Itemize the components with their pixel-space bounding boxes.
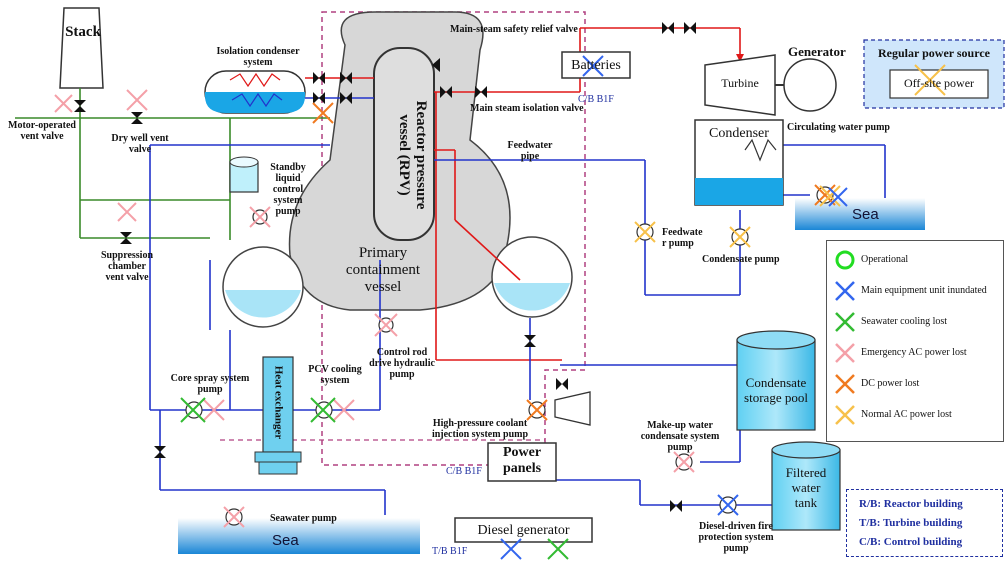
condensate-pump-label: Condensate pump — [702, 254, 780, 265]
batteries-box — [561, 51, 631, 79]
line-valve-left — [154, 446, 166, 458]
circ-pump-label: Circulating water pump — [787, 122, 890, 133]
hpci-label: High-pressure coolant injection system p… — [431, 418, 529, 440]
turbine-line-valve-2 — [684, 22, 696, 34]
rpv-label: Reactor pressure vessel (RPV) — [396, 100, 429, 210]
sea-bottom — [178, 518, 420, 554]
filtered-water-tank — [771, 449, 841, 531]
power-panels-label: Power panels — [502, 445, 542, 476]
ic-valve-2 — [313, 92, 325, 104]
msiv-valve-2 — [475, 86, 487, 98]
motor-operated-vent-valve — [74, 100, 86, 112]
fire-pump-label: Diesel-driven fire protection system pum… — [698, 521, 774, 554]
yellow-cross-icon — [835, 405, 855, 425]
generator-label: Generator — [788, 44, 846, 59]
legend-item: Emergency AC power lost — [827, 342, 1003, 364]
offsite-power-label: Off-site power — [903, 76, 975, 90]
green-cross-icon — [835, 312, 855, 332]
power-panels-box — [487, 442, 557, 482]
ic-valve-1 — [313, 72, 325, 84]
condenser-label: Condenser — [709, 126, 769, 141]
building-key-rb: R/B: Reactor building — [859, 498, 963, 510]
cb-b1f-bottom-label: C/B B1F — [446, 466, 482, 477]
legend-item: Main equipment unit inundated — [827, 280, 1003, 302]
generator — [783, 58, 837, 112]
legend-label: DC power lost — [861, 378, 920, 389]
operational-icon — [835, 250, 855, 270]
batteries-label: Batteries — [571, 58, 621, 73]
legend-item: Seawater cooling lost — [827, 311, 1003, 333]
condensate-storage-label: Condensate storage pool — [744, 375, 808, 405]
makeup-water-label: Make-up water condensate system pump — [640, 420, 720, 453]
msrv-label: Main-steam safety relief valve — [450, 24, 578, 35]
building-key-cb: C/B: Control building — [859, 536, 963, 548]
blue-cross-icon — [835, 281, 855, 301]
motor-vent-label: Motor-operated vent valve — [8, 120, 76, 142]
turbine-label: Turbine — [721, 76, 759, 90]
core-spray-label: Core spray system pump — [170, 373, 250, 395]
pcv-cooling-label: PCV cooling system — [308, 364, 362, 386]
msiv-valve — [440, 86, 452, 98]
feedwater-pipe-label: Feedwater pipe — [507, 140, 553, 162]
dry-well-vent-valve — [131, 112, 143, 124]
filtered-water-label: Filtered water tank — [785, 465, 827, 510]
msiv-label: Main steam isolation valve — [470, 103, 584, 114]
diesel-generator-box — [454, 517, 593, 543]
suppression-vent-valve — [120, 232, 132, 244]
heat-exchanger-label: Heat exchanger — [272, 365, 285, 440]
isolation-condenser-label: Isolation condenser system — [216, 46, 300, 68]
ic-valve-4 — [340, 92, 352, 104]
sea-right-label: Sea — [852, 206, 879, 223]
stack-label: Stack — [65, 24, 101, 40]
hpci-valve — [556, 378, 568, 390]
drywell-vent-label: Dry well vent valve — [111, 133, 169, 155]
legend-label: Seawater cooling lost — [861, 316, 948, 327]
turbine — [704, 54, 776, 116]
legend-label: Main equipment unit inundated — [861, 285, 987, 296]
legend-item: DC power lost — [827, 373, 1003, 395]
sea-bottom-label: Sea — [272, 532, 299, 549]
sblc-label: Standby liquid control system pump — [270, 162, 306, 217]
feedwater-pump-label: Feedwate r pump — [662, 227, 703, 249]
heat-exchanger — [262, 356, 294, 453]
reactor-building-boundary — [321, 11, 586, 466]
suppression-vent-label: Suppression chamber vent valve — [100, 250, 154, 283]
hpci-turbine — [554, 391, 591, 426]
diesel-generator-label: Diesel generator — [477, 523, 570, 538]
seawater-pump-label: Seawater pump — [270, 513, 337, 524]
legend-label: Normal AC power lost — [861, 409, 952, 420]
tb-b1f-label: T/B B1F — [432, 546, 468, 557]
reactor-pressure-vessel — [373, 47, 435, 241]
stack — [59, 7, 104, 89]
building-key-tb: T/B: Turbine building — [859, 517, 963, 529]
turbine-line-valve — [662, 22, 674, 34]
building-key: R/B: Reactor building T/B: Turbine build… — [846, 489, 1003, 557]
legend: Operational Main equipment unit inundate… — [826, 240, 1004, 442]
cb-b1f-top-label: C/B B1F — [578, 94, 614, 105]
legend-item: Normal AC power lost — [827, 404, 1003, 426]
crd-pump-label: Control rod drive hydraulic pump — [369, 347, 435, 380]
legend-label: Operational — [861, 254, 909, 265]
ic-valve-3 — [340, 72, 352, 84]
regular-power-source-label: Regular power source — [878, 46, 990, 60]
legend-label: Emergency AC power lost — [861, 347, 967, 358]
orange-cross-icon — [835, 374, 855, 394]
pink-cross-icon — [835, 343, 855, 363]
legend-item: Operational — [827, 249, 1003, 271]
fire-line-valve — [670, 500, 682, 512]
pcv-label: Primary containment vessel — [345, 245, 421, 295]
line-valve-rpv — [524, 335, 536, 347]
